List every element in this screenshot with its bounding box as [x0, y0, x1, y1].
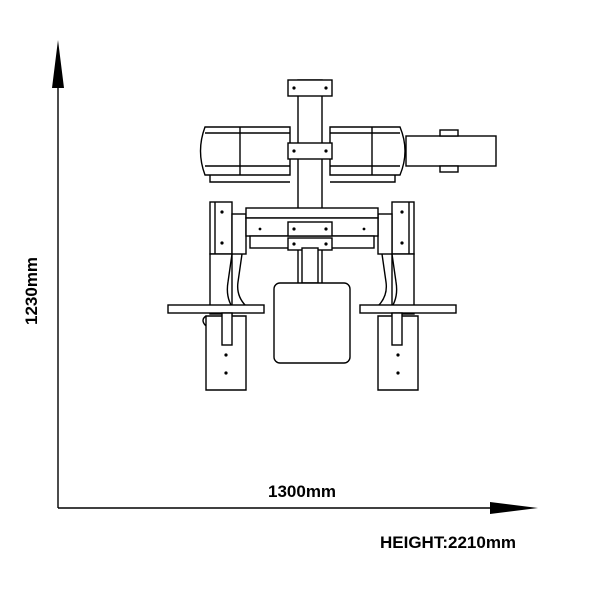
right-foot-pad	[377, 312, 419, 391]
left-upright-frame	[209, 201, 247, 255]
upper-arm-assembly	[199, 126, 497, 183]
left-base-leg	[209, 253, 233, 315]
top-cap-plate	[287, 79, 333, 97]
height-dimension-label: HEIGHT:2210mm	[380, 533, 517, 552]
cross-beam-assembly	[245, 207, 379, 251]
width-dimension-label: 1300mm	[268, 482, 337, 501]
right-arrow-icon	[490, 502, 538, 514]
left-foot-pad	[202, 312, 247, 391]
right-upright-frame	[377, 201, 415, 255]
depth-dimension-label: 1230mm	[22, 256, 41, 325]
right-base-leg	[391, 253, 415, 315]
horizontal-dimension-axis	[58, 502, 538, 514]
up-arrow-icon	[52, 40, 64, 88]
vertical-dimension-axis	[52, 40, 64, 508]
middle-bracket	[287, 142, 333, 160]
seat-pad	[273, 247, 351, 364]
horizontal-handle-bar	[167, 304, 457, 314]
